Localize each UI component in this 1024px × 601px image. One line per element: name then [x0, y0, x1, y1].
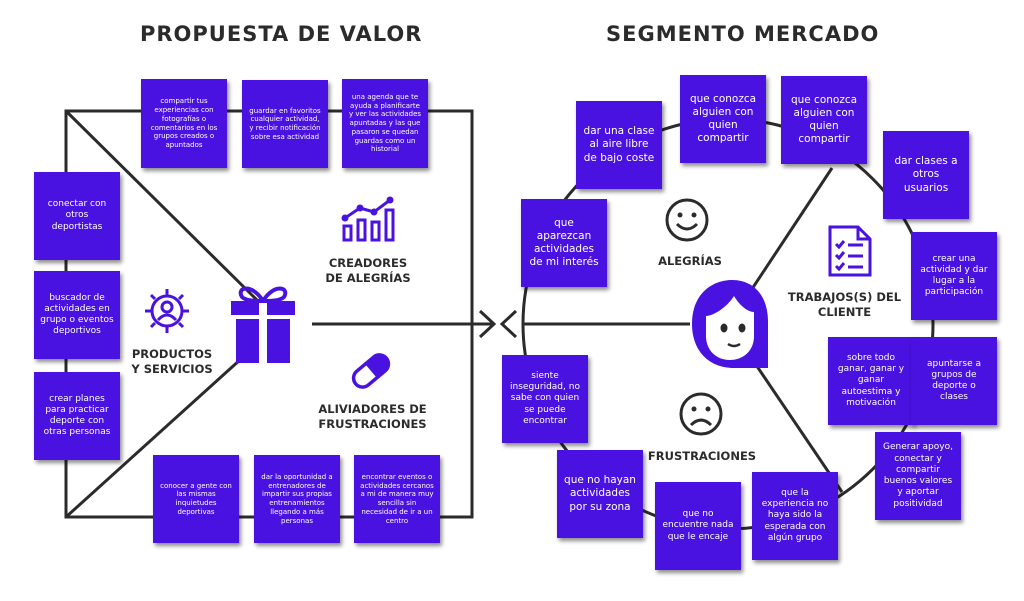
customer-head-icon: [692, 280, 768, 368]
sticky-note: que aparezcan actividades de mi interés: [521, 199, 607, 287]
sticky-note: crear planes para practicar deporte con …: [34, 372, 120, 460]
customer-jobs-label: TRABAJOS(S) DEL CLIENTE: [787, 290, 902, 319]
sticky-note: que conozca alguien con quien compartir: [781, 76, 867, 164]
sticky-note: dar la oportunidad a entrenadores de imp…: [254, 455, 340, 543]
sticky-note: que la experiencia no haya sido la esper…: [752, 472, 838, 560]
sad-face-icon: [679, 392, 723, 436]
sticky-note: compartir tus experiencias con fotografí…: [141, 79, 227, 168]
sticky-note: una agenda que te ayuda a planificarte y…: [342, 79, 428, 168]
sticky-note: que conozca alguien con quien compartir: [680, 75, 766, 163]
square-diagonal-top: [64, 109, 264, 307]
sticky-note: dar una clase al aire libre de bajo cost…: [576, 101, 662, 189]
square-diagonal-bottom: [64, 338, 264, 519]
arrow-right-head: [478, 309, 497, 339]
gear-person-icon: [145, 289, 189, 333]
sticky-note: dar clases a otros usuarios: [883, 131, 969, 219]
value-proposition-title: PROPUESTA DE VALOR: [140, 22, 423, 46]
checklist-icon: [828, 225, 872, 277]
circle-line-lower: [746, 352, 844, 493]
sticky-note: guardar en favoritos cualquier actividad…: [242, 80, 328, 168]
happy-face-icon: [665, 198, 709, 242]
gift-icon: [231, 286, 295, 363]
pains-label: FRUSTRACIONES: [647, 449, 757, 463]
arrow-left-head: [499, 309, 518, 339]
bar-chart-growth-icon: [341, 196, 395, 242]
circle-line-upper: [746, 167, 834, 296]
sticky-note: que no encuentre nada que le encaje: [655, 482, 741, 570]
products-services-label: PRODUCTOS Y SERVICIOS: [131, 347, 213, 376]
sticky-note: buscador de actividades en grupo o event…: [34, 271, 120, 359]
sticky-note: Generar apoyo, conectar y compartir buen…: [875, 432, 961, 520]
pill-icon: [351, 353, 391, 389]
pain-relievers-label: ALIVIADORES DE FRUSTRACIONES: [318, 402, 427, 431]
sticky-note: conocer a gente con las mismas inquietud…: [153, 455, 239, 543]
gain-creators-label: CREADORES DE ALEGRÍAS: [325, 256, 411, 285]
sticky-note: crear una actividad y dar lugar a la par…: [911, 232, 997, 320]
sticky-note: que no hayan actividades por su zona: [557, 450, 643, 538]
sticky-note: encontrar eventos o actividades cercanos…: [354, 455, 440, 543]
sticky-note: sobre todo ganar, ganar y ganar autoesti…: [828, 337, 914, 425]
customer-segment-title: SEGMENTO MERCADO: [606, 22, 880, 46]
sticky-note: conectar con otros deportistas: [34, 172, 120, 260]
sticky-note: apuntarse a grupos de deporte o clases: [911, 337, 997, 425]
gains-label: ALEGRÍAS: [658, 254, 722, 268]
sticky-note: siente inseguridad, no sabe con quien se…: [502, 355, 588, 443]
